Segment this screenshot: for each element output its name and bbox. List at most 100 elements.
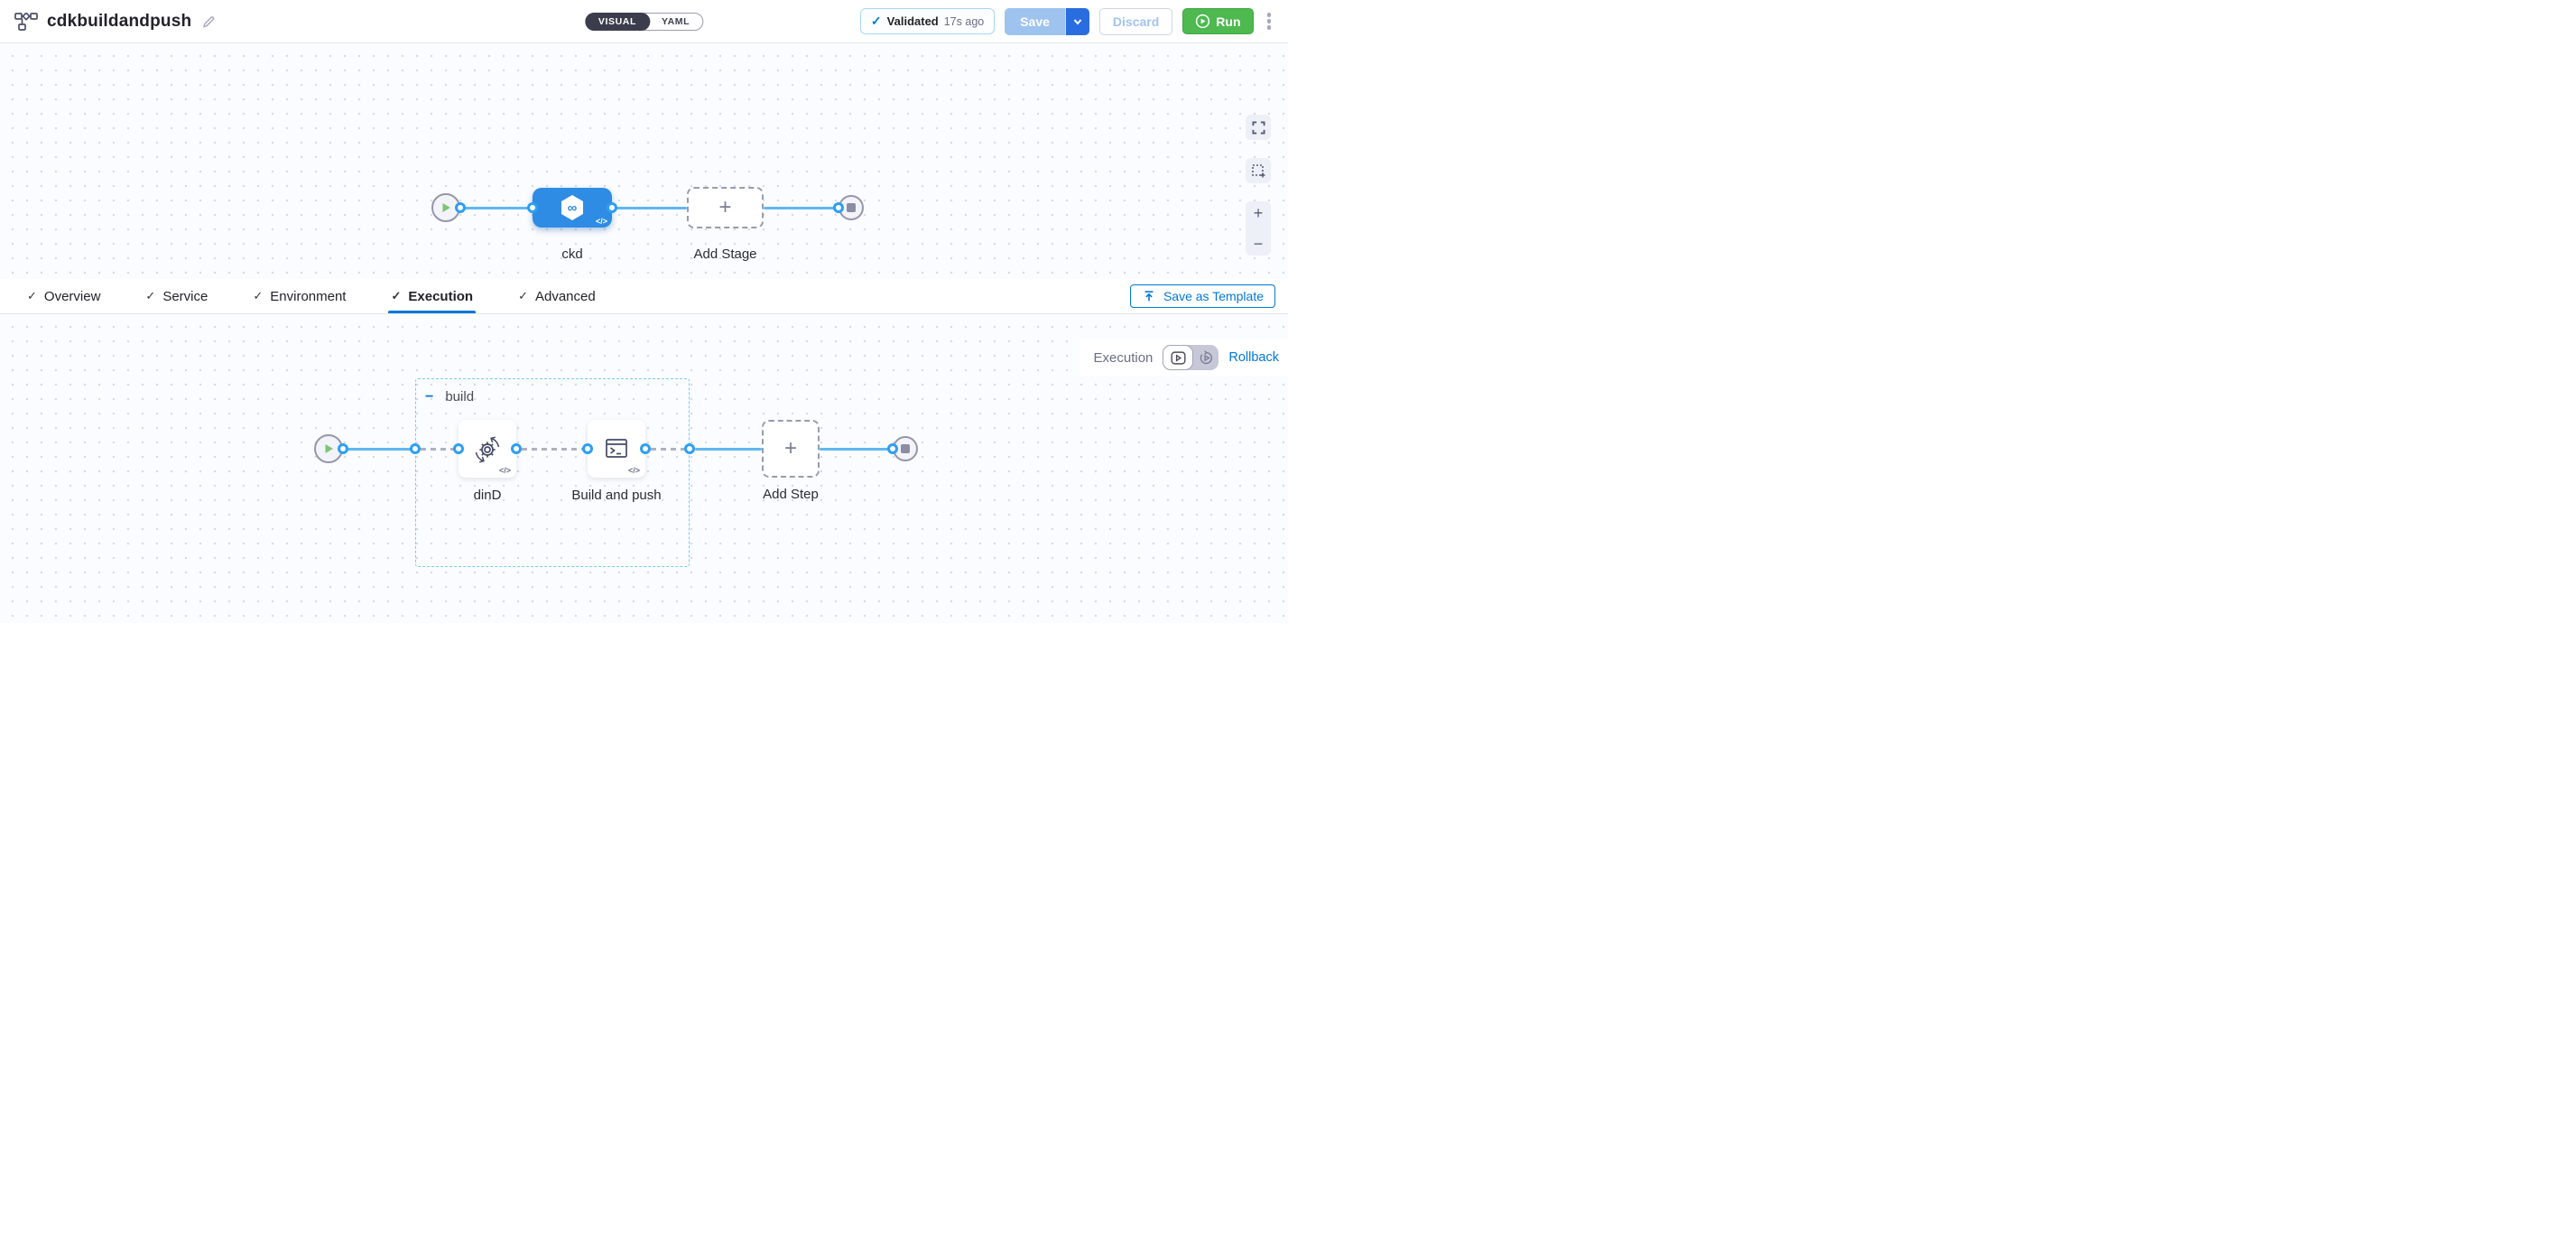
execution-play-icon	[1171, 350, 1186, 365]
connector-port[interactable]	[527, 202, 538, 213]
fullscreen-button[interactable]	[1246, 115, 1271, 140]
zoom-in-button[interactable]: +	[1253, 204, 1264, 222]
stage-tabbar: ✓ Overview ✓ Service ✓ Environment ✓ Exe…	[0, 279, 1288, 314]
toggle-yaml[interactable]: YAML	[661, 15, 690, 27]
ci-stage-icon: ∞	[561, 195, 583, 220]
title-group: cdkbuildandpush	[14, 12, 217, 32]
connector	[820, 447, 893, 451]
tab-advanced[interactable]: ✓ Advanced	[518, 279, 596, 313]
tab-label: Execution	[408, 288, 474, 304]
svg-text:∞: ∞	[568, 200, 578, 216]
connector-port[interactable]	[511, 443, 522, 454]
start-play-icon	[325, 444, 333, 453]
add-step-button[interactable]: +	[762, 420, 820, 478]
connector-dashed	[522, 447, 588, 451]
save-button[interactable]: Save	[1005, 7, 1065, 35]
execution-mode-segment[interactable]	[1163, 345, 1194, 370]
tab-label: Service	[162, 288, 208, 304]
save-split-button: Save	[1005, 7, 1089, 35]
rollback-link[interactable]: Rollback	[1228, 350, 1279, 365]
validated-time: 17s ago	[943, 14, 985, 28]
zoom-controls: + −	[1246, 201, 1271, 256]
tab-check-icon: ✓	[391, 289, 402, 302]
step-group-build[interactable]: − build	[415, 378, 690, 567]
tab-service[interactable]: ✓ Service	[145, 279, 208, 313]
execution-mode-bar: Execution Rollback	[1079, 339, 1288, 376]
step-node-dind[interactable]: </>	[459, 420, 516, 478]
edit-pencil-icon[interactable]	[200, 14, 217, 30]
chevron-down-icon	[1073, 18, 1082, 25]
connector-port[interactable]	[833, 202, 844, 213]
step-label: Build and push	[571, 488, 662, 503]
connector-port[interactable]	[640, 443, 651, 454]
active-tab-underline	[388, 311, 477, 313]
connector-port[interactable]	[410, 443, 421, 454]
marquee-selection-icon	[1252, 164, 1265, 178]
code-badge-icon: </>	[627, 466, 640, 475]
run-play-icon	[1196, 14, 1210, 29]
stage-label: ckd	[561, 246, 583, 262]
execution-mode-label: Execution	[1093, 349, 1154, 366]
selection-mode-button[interactable]	[1246, 158, 1271, 183]
connector	[612, 206, 687, 209]
start-play-icon	[442, 203, 450, 212]
tab-check-icon: ✓	[27, 289, 37, 302]
fullscreen-icon	[1251, 120, 1265, 135]
validated-check-icon: ✓	[870, 14, 882, 28]
zoom-out-button[interactable]: −	[1253, 235, 1264, 253]
save-as-template-button[interactable]: Save as Template	[1129, 284, 1275, 308]
discard-button[interactable]: Discard	[1098, 7, 1173, 35]
connector	[460, 206, 533, 209]
gear-sync-icon	[475, 436, 500, 463]
tab-execution[interactable]: ✓ Execution	[388, 279, 477, 313]
execution-canvas[interactable]: Execution Rollback	[0, 314, 1288, 623]
connector	[695, 447, 762, 451]
add-stage-label: Add Stage	[693, 246, 757, 262]
connector-dashed	[651, 447, 690, 451]
connector-port[interactable]	[453, 443, 464, 454]
save-as-template-label: Save as Template	[1163, 289, 1264, 303]
validated-label: Validated	[886, 14, 939, 28]
toggle-visual[interactable]: VISUAL	[584, 12, 650, 31]
add-stage-button[interactable]: +	[687, 187, 764, 228]
group-label: build	[445, 389, 475, 404]
tab-label: Overview	[43, 288, 101, 304]
step-label: dinD	[473, 488, 502, 503]
group-header: − build	[425, 389, 474, 404]
step-node-build-and-push[interactable]: </>	[588, 420, 645, 478]
validated-badge[interactable]: ✓ Validated 17s ago	[859, 8, 996, 34]
connector	[343, 447, 415, 451]
stop-square-icon	[847, 203, 856, 212]
rollback-mode-segment[interactable]	[1193, 349, 1219, 366]
connector-port[interactable]	[607, 202, 617, 213]
tab-environment[interactable]: ✓ Environment	[253, 279, 346, 313]
visual-yaml-toggle: VISUAL YAML	[584, 12, 704, 31]
stop-square-icon	[901, 444, 910, 453]
header-actions: ✓ Validated 17s ago Save Discard Run	[859, 7, 1274, 35]
stage-canvas[interactable]: ∞ </> + ckd Add Stage	[0, 43, 1288, 279]
execution-rollback-toggle	[1163, 345, 1219, 370]
code-badge-icon: </>	[595, 217, 607, 226]
add-step-label: Add Step	[763, 487, 819, 502]
rollback-icon	[1200, 349, 1212, 364]
tab-label: Advanced	[534, 288, 596, 304]
stage-node-ckd[interactable]: ∞ </>	[533, 188, 612, 228]
connector-port[interactable]	[582, 443, 593, 454]
tab-overview[interactable]: ✓ Overview	[27, 279, 100, 313]
code-badge-icon: </>	[498, 466, 511, 475]
more-options-kebab-icon[interactable]	[1265, 9, 1274, 33]
connector-port[interactable]	[887, 443, 898, 454]
run-label: Run	[1216, 14, 1241, 29]
pipeline-studio: cdkbuildandpush VISUAL YAML ✓ Validated …	[0, 0, 1288, 623]
collapse-minus-icon[interactable]: −	[425, 388, 434, 404]
save-dropdown-button[interactable]	[1064, 7, 1089, 35]
plus-icon: +	[718, 195, 732, 219]
terminal-icon	[606, 439, 627, 458]
connector-port[interactable]	[338, 443, 348, 454]
tab-check-icon: ✓	[253, 289, 264, 302]
run-button[interactable]: Run	[1182, 8, 1254, 34]
header: cdkbuildandpush VISUAL YAML ✓ Validated …	[0, 0, 1288, 43]
connector-port[interactable]	[684, 443, 695, 454]
plus-icon: +	[783, 436, 797, 460]
connector-port[interactable]	[455, 202, 466, 213]
